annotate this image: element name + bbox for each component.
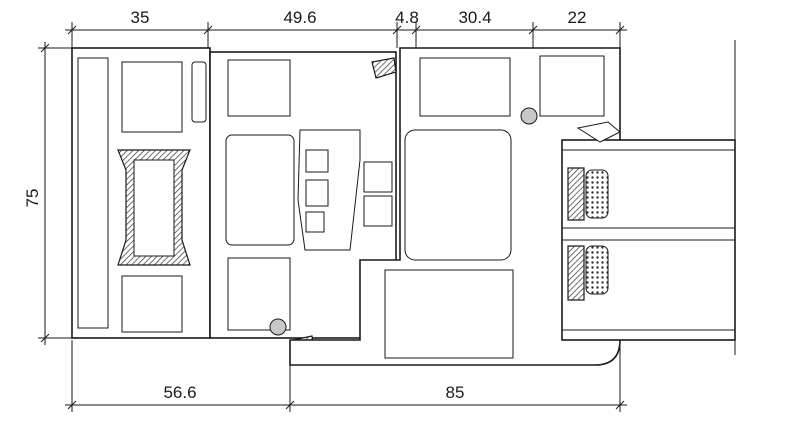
bottom-dimension-chain: 56.6 85 <box>65 340 627 412</box>
dim-bottom-85: 85 <box>446 383 465 402</box>
top-dimension-chain: 35 49.6 4.8 30.4 22 <box>65 8 627 48</box>
left-dimension: 75 <box>23 42 72 345</box>
dim-top-35: 35 <box>131 8 150 27</box>
dim-top-22: 22 <box>568 8 587 27</box>
dim-top-30-4: 30.4 <box>458 8 491 27</box>
dim-top-49-6: 49.6 <box>283 8 316 27</box>
inner-frame-profile <box>289 47 631 366</box>
dim-top-4-8: 4.8 <box>395 8 419 27</box>
outer-frame-profile <box>71 47 211 339</box>
dim-left-75: 75 <box>23 189 42 208</box>
seal-gasket-top <box>520 107 538 125</box>
dim-bottom-56-6: 56.6 <box>163 383 196 402</box>
glazing-unit <box>561 121 736 341</box>
seal-gasket-bottom <box>269 318 287 336</box>
